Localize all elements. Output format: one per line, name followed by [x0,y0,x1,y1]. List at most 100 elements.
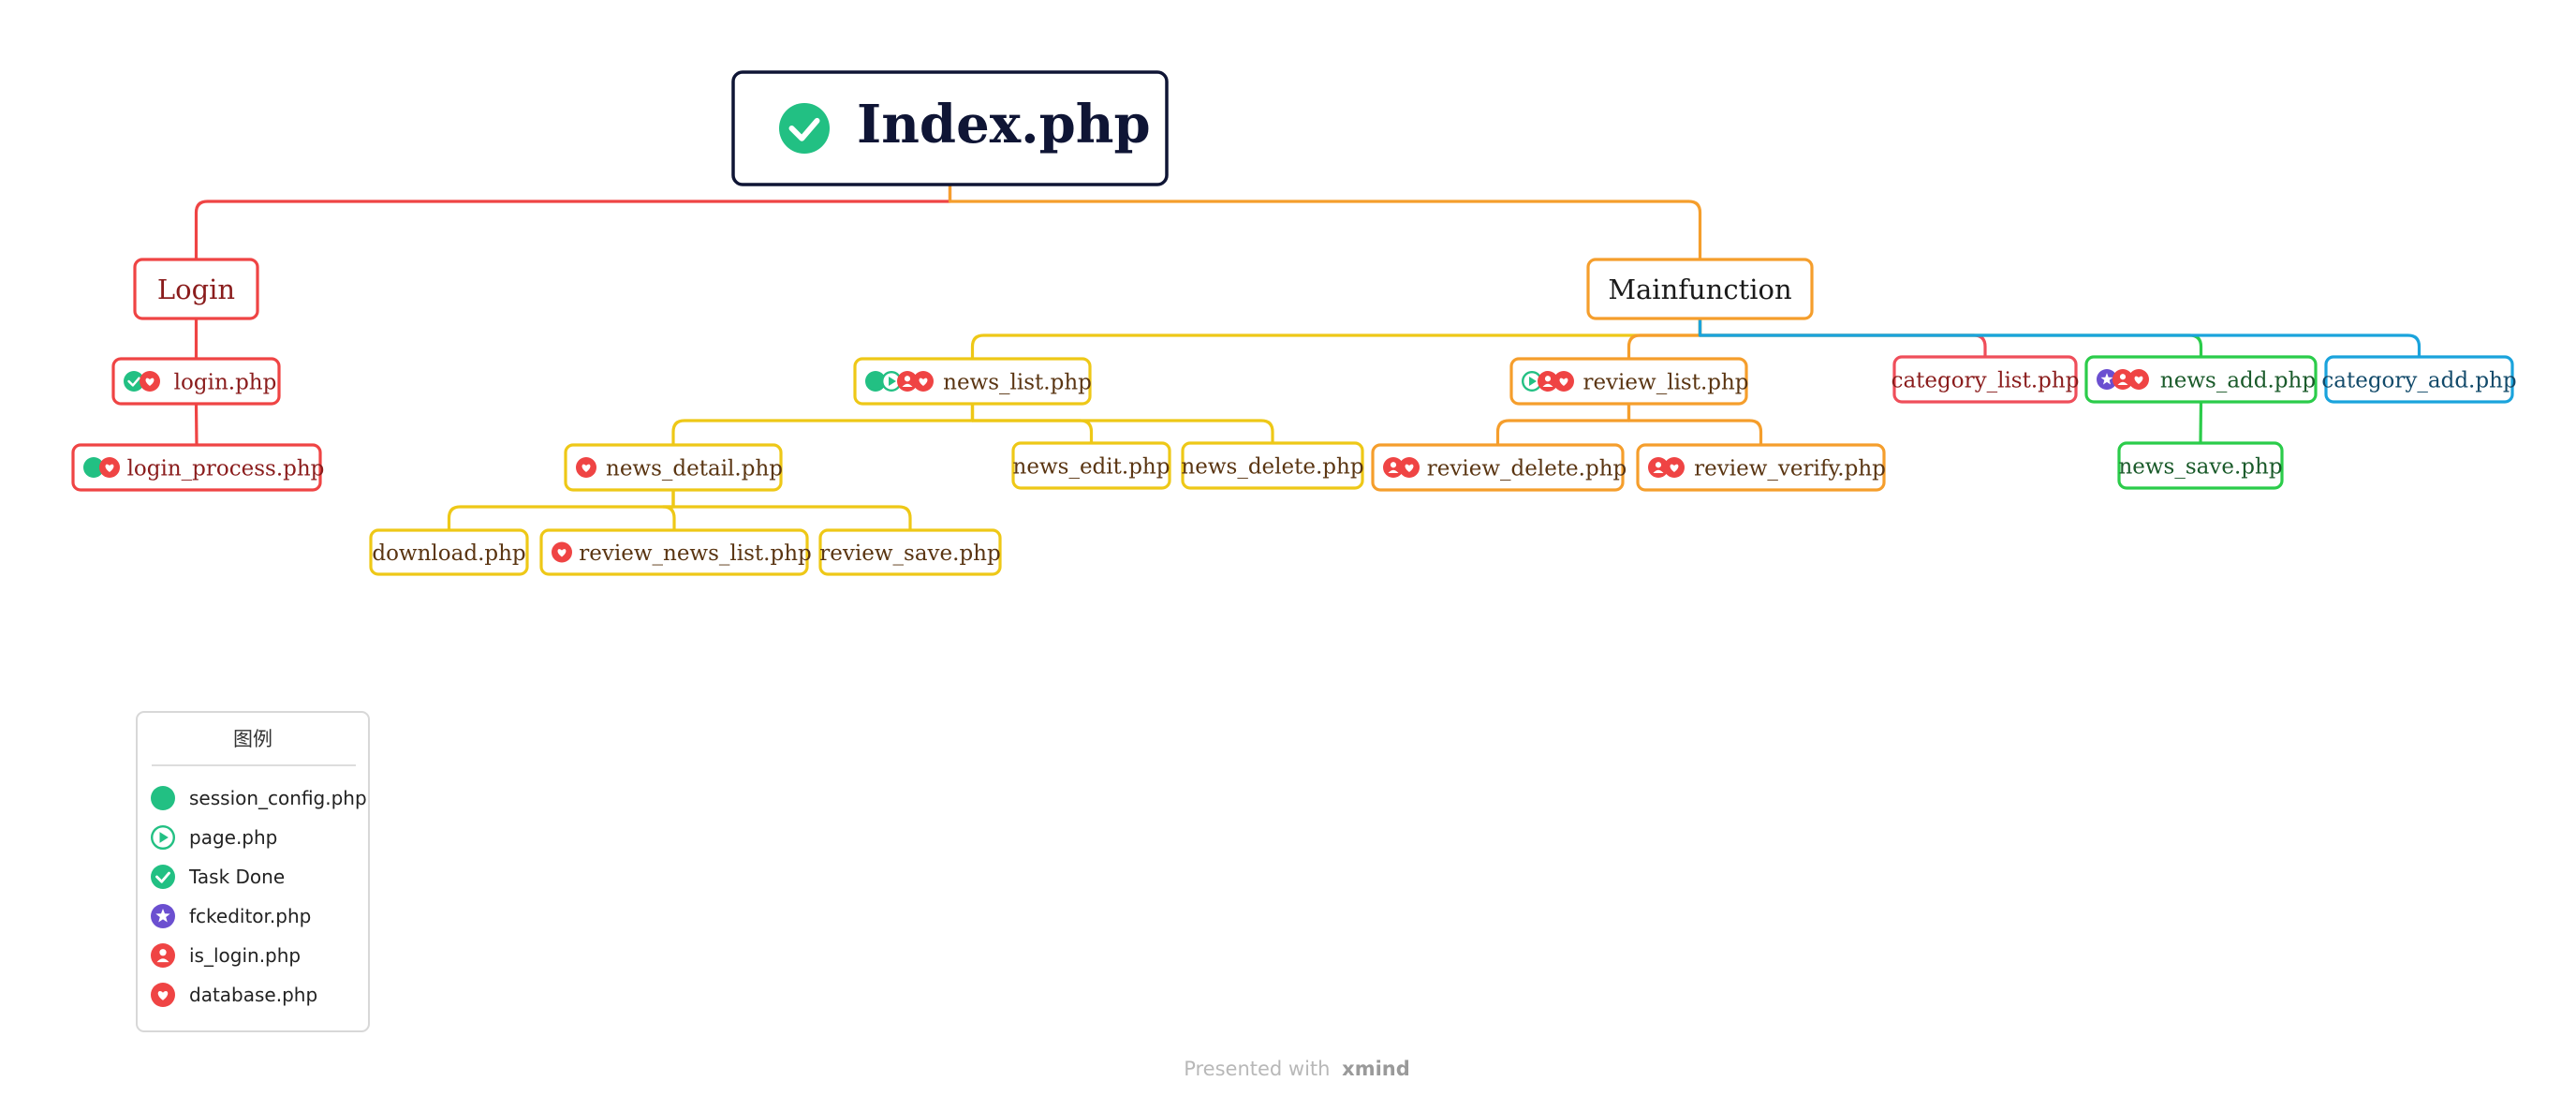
session-icon [151,786,175,810]
topic-review-delete[interactable]: review_delete.php [1371,443,1627,492]
topic-login-php[interactable]: login.php [111,357,281,406]
legend-item: is_login.php [151,943,301,968]
database-icon [913,371,934,392]
connector-mainfunction-category_list [1698,318,1987,357]
fckeditor-icon [151,904,175,928]
topic-label: news_delete.php [1181,454,1363,479]
topic-login[interactable]: Login [133,258,259,320]
legend-label: page.php [189,826,277,849]
topic-nodes: Login login.php login_process.php Mainfunct… [71,258,2517,576]
topic-label: news_list.php [943,370,1092,394]
topic-label: Login [157,274,235,305]
legend-label: database.php [189,984,317,1006]
connector-mainfunction-news_list [970,318,1702,359]
connector-news_detail-review_news_list [661,490,676,530]
topic-review-verify[interactable]: review_verify.php [1636,443,1886,492]
is-login-icon [1383,457,1404,478]
topic-review-news-list[interactable]: review_news_list.php [539,528,812,576]
footer-brand: xmind [1342,1058,1410,1080]
connector-mainfunction-news_add [1698,318,2203,357]
topic-category-list[interactable]: category_list.php [1892,355,2080,404]
database-icon [1664,457,1685,478]
legend-item: database.php [151,983,317,1007]
topic-label: login.php [174,370,277,394]
legend-item: fckeditor.php [151,904,311,928]
svg-text:Presented with xmind: Presented with xmind [1184,1058,1410,1080]
connector-root-login [194,185,952,259]
topic-news-save[interactable]: news_save.php [2117,441,2284,490]
topic-news-delete[interactable]: news_delete.php [1181,441,1364,490]
topic-category-add[interactable]: category_add.php [2321,355,2517,404]
root-topic-label: Index.php [857,94,1151,156]
topic-news-list[interactable]: news_list.php [853,357,1092,406]
legend-label: fckeditor.php [189,905,311,927]
topic-label: review_list.php [1582,370,1748,394]
task-done-icon [779,103,830,154]
database-icon [552,541,572,563]
connector-news_list-news_detail [671,404,975,445]
topic-label: Mainfunction [1608,274,1791,305]
is-login-icon [2112,369,2133,390]
root-topic[interactable]: Index.php [731,70,1169,186]
connector-news_list-news_edit [970,404,1094,443]
footer-attribution: Presented with xmind [1184,1058,1410,1080]
legend-label: Task Done [188,866,285,888]
is-login-icon [897,371,918,392]
database-icon [2128,369,2149,390]
session-icon [83,457,104,478]
database-icon [151,983,175,1007]
connector-mainfunction-review_list [1627,318,1702,359]
database-icon [140,371,160,392]
topic-label: review_save.php [819,541,1000,566]
connector-review_list-review_verify [1627,404,1763,445]
connector-mainfunction-category_add [1698,318,2421,357]
topic-review-save[interactable]: review_save.php [818,528,1002,576]
database-icon [1399,457,1420,478]
connector-news_detail-download [447,490,675,530]
topic-review-list[interactable]: review_list.php [1509,357,1749,406]
connector-news_detail-review_save [671,490,912,530]
connector-review_list-review_delete [1495,404,1631,445]
task-done-icon [124,371,144,392]
topic-label: login_process.php [127,456,325,481]
database-icon [576,457,596,478]
task-done-icon [151,865,175,889]
topic-label: news_edit.php [1013,454,1170,479]
legend-title: 图例 [233,728,272,750]
footer-prefix: Presented with [1184,1058,1330,1080]
topic-mainfunction[interactable]: Mainfunction [1586,258,1814,320]
topic-label: news_add.php [2160,368,2316,392]
page-icon [150,825,175,851]
topic-label: category_add.php [2321,368,2516,392]
legend-item: Task Done [151,865,285,889]
topic-login-process[interactable]: login_process.php [71,443,325,492]
session-icon [865,371,886,392]
topic-download[interactable]: download.php [369,528,529,576]
topic-label: news_detail.php [606,456,783,481]
is-login-icon [1648,457,1669,478]
page-icon [1521,371,1542,392]
database-icon [99,457,120,478]
legend-label: session_config.php [189,787,367,809]
is-login-icon [151,943,175,968]
connector-news_list-news_delete [970,404,1274,443]
topic-label: review_verify.php [1694,456,1886,481]
topic-label: category_list.php [1892,368,2080,392]
fckeditor-icon [2097,369,2117,390]
topic-label: news_save.php [2118,454,2282,479]
legend-item: page.php [150,825,277,851]
legend-label: is_login.php [189,944,301,967]
topic-news-edit[interactable]: news_edit.php [1011,441,1171,490]
legend-item: session_config.php [151,786,367,810]
topic-label: review_news_list.php [579,541,812,566]
topic-news-detail[interactable]: news_detail.php [564,443,783,492]
topic-label: review_delete.php [1427,456,1627,481]
topic-label: download.php [372,541,525,566]
connector-root-mainfunction [948,185,1702,259]
connector-lines [194,185,2421,530]
topic-news-add[interactable]: news_add.php [2084,355,2318,404]
connector-login_php-login_process [194,403,199,446]
is-login-icon [1538,371,1558,392]
